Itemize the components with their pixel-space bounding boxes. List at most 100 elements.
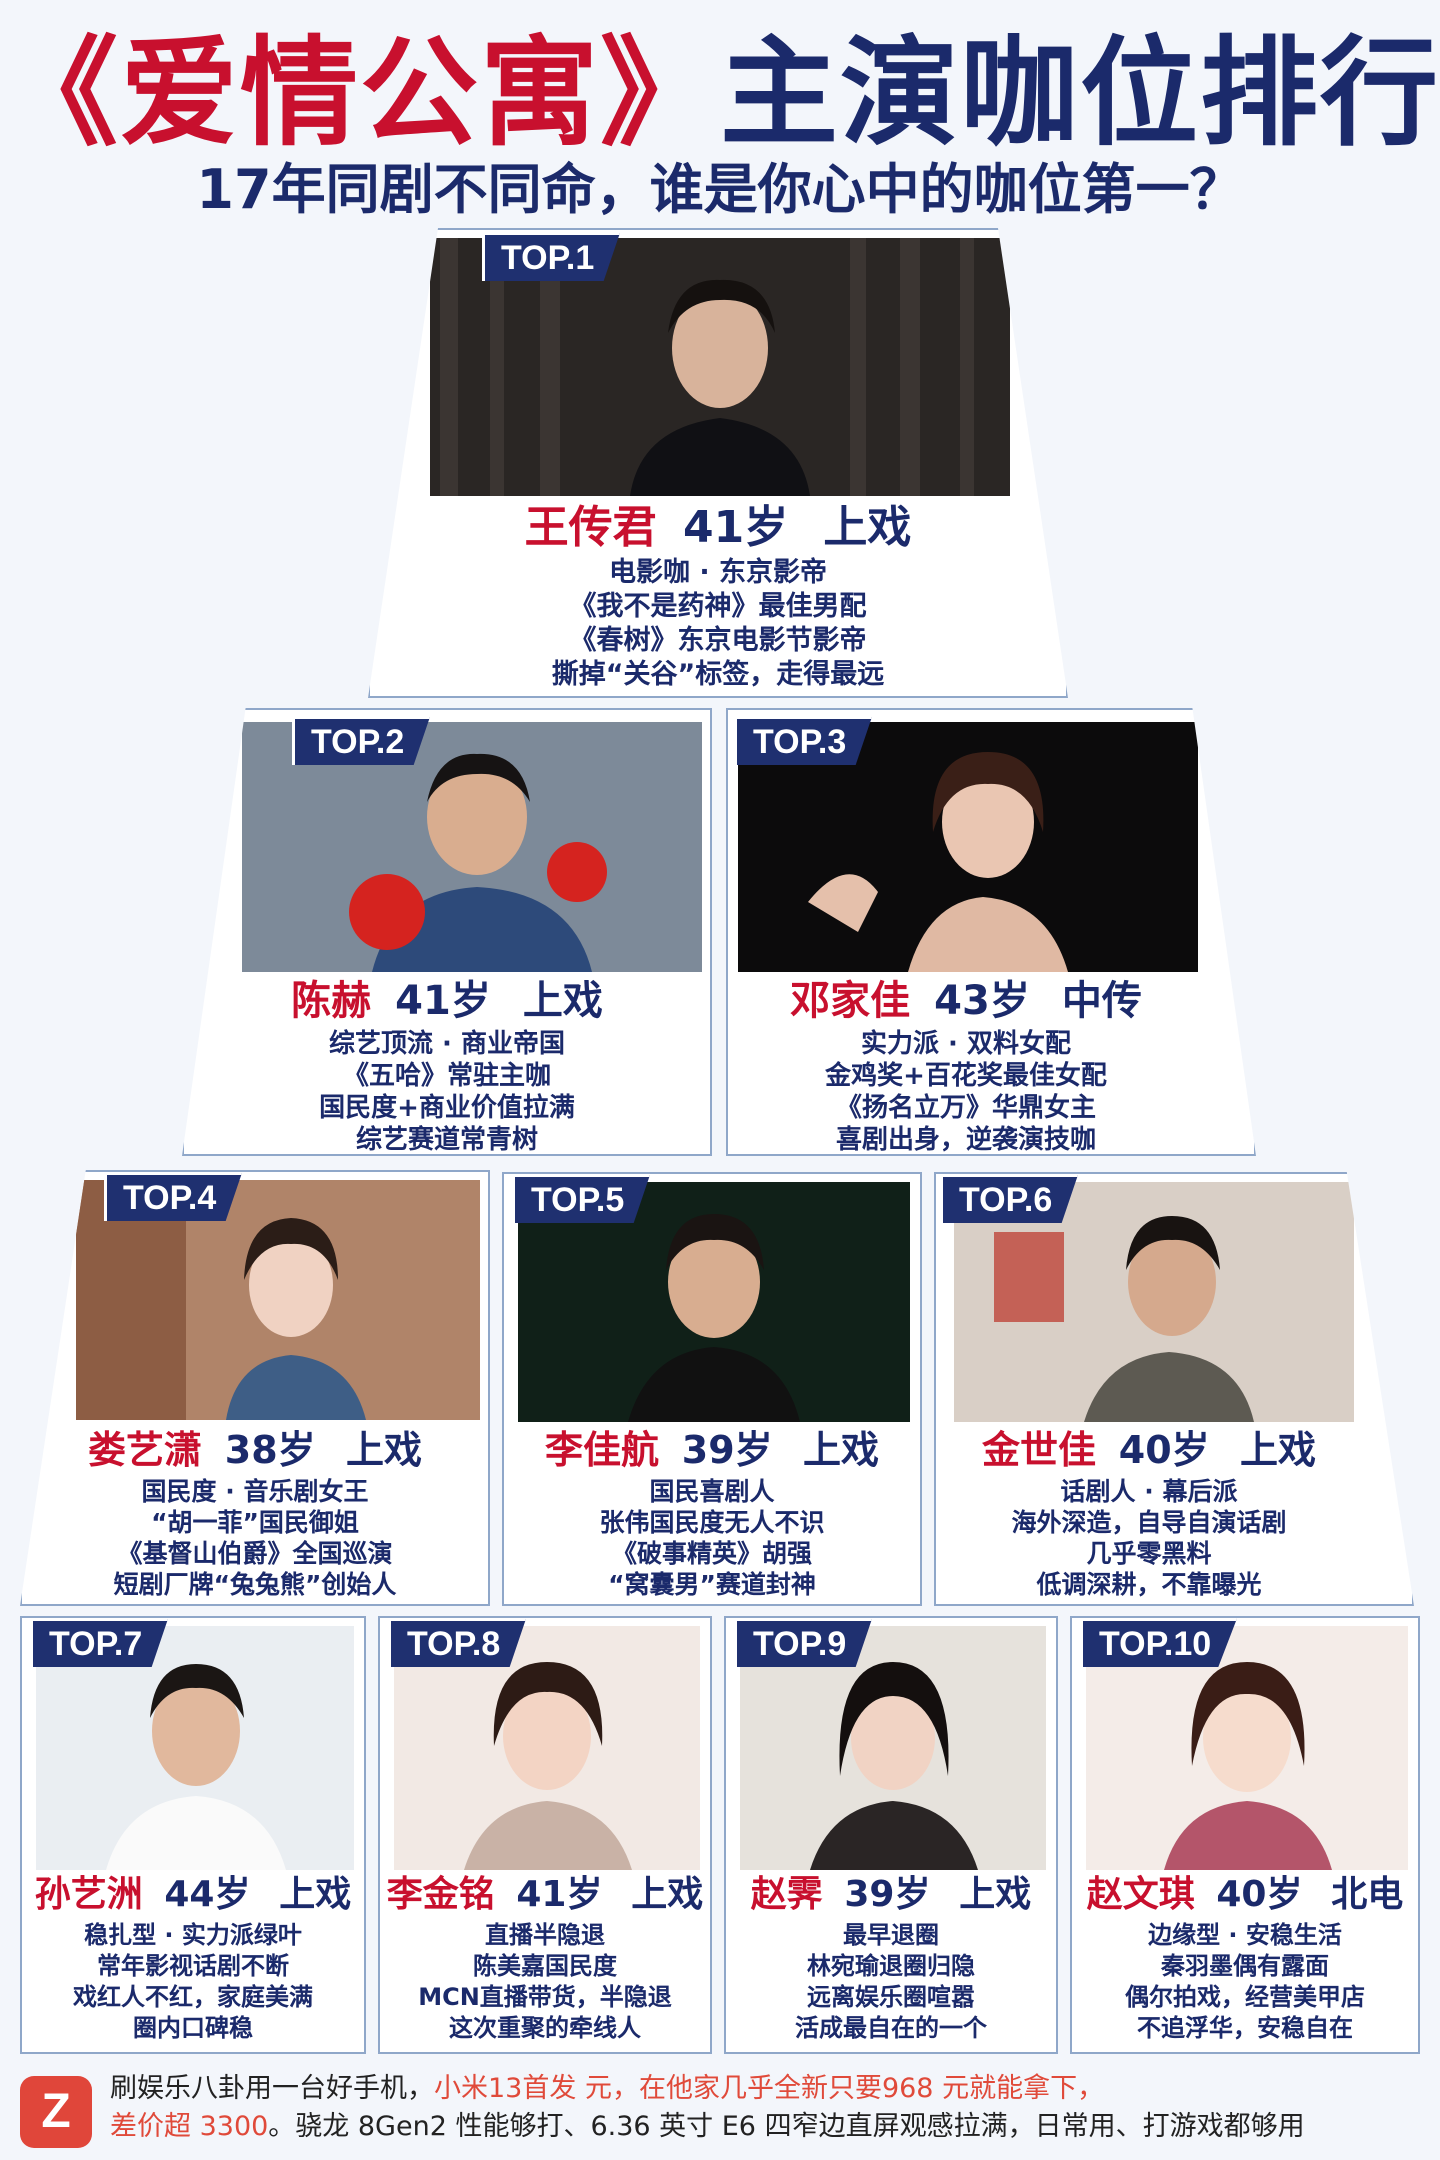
actor-name: 王传君 <box>524 502 657 553</box>
actor-desc-9: 最早退圈 林宛瑜退圈归隐 远离娱乐圈喧嚣 活成最自在的一个 <box>724 1920 1058 2044</box>
rank-tag-8: TOP.8 <box>388 1618 527 1667</box>
desc-line: 国民度 · 音乐剧女王 <box>141 1477 369 1506</box>
desc-line: “窝囊男”赛道封神 <box>608 1570 816 1599</box>
actor-school: 上戏 <box>279 1874 352 1915</box>
desc-line: 电影咖 · 东京影帝 <box>608 557 828 588</box>
portrait-photo-5 <box>518 1182 910 1422</box>
title-navy-part: 主演咖位排行 <box>720 24 1440 162</box>
actor-age: 39岁 <box>844 1874 931 1915</box>
actor-desc-3: 实力派 · 双料女配 金鸡奖+百花奖最佳女配 《扬名立万》华鼎女主 喜剧出身，逆… <box>726 1028 1206 1156</box>
rank-tag-2: TOP.2 <box>292 716 431 765</box>
rank-tag-10: TOP.10 <box>1080 1618 1238 1667</box>
actor-school: 上戏 <box>823 502 912 553</box>
rank-tag-3: TOP.3 <box>734 716 873 765</box>
actor-age: 41岁 <box>682 502 789 553</box>
desc-line: 张伟国民度无人不识 <box>599 1508 825 1537</box>
desc-line: 《基督山伯爵》全国巡演 <box>117 1539 393 1568</box>
desc-line: 这次重聚的牵线人 <box>449 2014 641 2042</box>
actor-name-row-10: 赵文琪 40岁北电 <box>1070 1872 1420 1918</box>
actor-age: 44岁 <box>164 1874 251 1915</box>
desc-line: 几乎零黑料 <box>1086 1539 1212 1568</box>
desc-line: 综艺赛道常青树 <box>355 1125 538 1155</box>
actor-desc-7: 稳扎型 · 实力派绿叶 常年影视话剧不断 戏红人不红，家庭美满 圈内口碑稳 <box>20 1920 366 2044</box>
desc-line: 综艺顶流 · 商业帝国 <box>329 1029 565 1059</box>
actor-school: 上戏 <box>959 1874 1032 1915</box>
poster-subtitle: 17年同剧不同命，谁是你心中的咖位第一？ <box>196 158 1244 221</box>
portrait-photo-3 <box>738 722 1198 972</box>
rank-card-6 <box>934 1172 1414 1606</box>
rank-card-7 <box>20 1616 366 2054</box>
desc-line: 国民度+商业价值拉满 <box>319 1093 575 1123</box>
poster-title: 《爱情公寓》主演咖位排行 <box>0 28 1440 158</box>
desc-line: 话剧人 · 幕后派 <box>1060 1477 1238 1506</box>
promo-text: 刷娱乐八卦用一台好手机，小米13首发 元，在他家几乎全新只要968 元就能拿下，… <box>110 2070 1420 2146</box>
desc-line: 《破事精英》胡强 <box>611 1539 812 1568</box>
portrait-photo-6 <box>954 1182 1354 1422</box>
desc-line: “胡一菲”国民御姐 <box>151 1508 359 1537</box>
app-logo-icon[interactable]: Z <box>20 2076 92 2148</box>
actor-school: 上戏 <box>346 1428 423 1472</box>
rank-card-5 <box>502 1172 922 1606</box>
desc-line: 喜剧出身，逆袭演技咖 <box>835 1125 1096 1155</box>
desc-line: 戏红人不红，家庭美满 <box>73 1983 313 2011</box>
actor-school: 中传 <box>1061 978 1142 1024</box>
rank-tag-5: TOP.5 <box>512 1174 651 1223</box>
actor-desc-8: 直播半隐退 陈美嘉国民度 MCN直播带货，半隐退 这次重聚的牵线人 <box>378 1920 712 2044</box>
desc-line: MCN直播带货，半隐退 <box>418 1983 672 2011</box>
portrait-photo-1 <box>430 238 1010 496</box>
rank-tag-1: TOP.1 <box>482 232 621 281</box>
actor-name-row-1: 王传君 41岁上戏 <box>368 500 1068 556</box>
actor-desc-5: 国民喜剧人 张伟国民度无人不识 《破事精英》胡强 “窝囊男”赛道封神 <box>502 1476 922 1600</box>
actor-age: 40岁 <box>1216 1874 1303 1915</box>
desc-line: 海外深造，自导自演话剧 <box>1011 1508 1287 1537</box>
rank-card-2 <box>182 708 712 1156</box>
actor-school: 上戏 <box>1240 1428 1317 1472</box>
desc-line: 《我不是药神》最佳男配 <box>569 591 867 622</box>
actor-school: 北电 <box>1331 1874 1404 1915</box>
desc-line: 《春树》东京电影节影帝 <box>569 625 867 656</box>
title-red-part: 《爱情公寓》 <box>0 24 721 162</box>
actor-desc-4: 国民度 · 音乐剧女王 “胡一菲”国民御姐 《基督山伯爵》全国巡演 短剧厂牌“兔… <box>20 1476 490 1600</box>
actor-desc-1: 电影咖 · 东京影帝 《我不是药神》最佳男配 《春树》东京电影节影帝 撕掉“关谷… <box>368 556 1068 692</box>
actor-name: 陈赫 <box>291 978 372 1024</box>
actor-age: 39岁 <box>681 1428 773 1472</box>
rank-tag-7: TOP.7 <box>30 1618 169 1667</box>
rank-card-4 <box>20 1170 490 1606</box>
actor-name: 金世佳 <box>981 1428 1096 1472</box>
promo-highlight: 小米13首发 <box>434 2073 577 2104</box>
actor-desc-2: 综艺顶流 · 商业帝国 《五哈》常驻主咖 国民度+商业价值拉满 综艺赛道常青树 <box>182 1028 712 1156</box>
desc-line: 短剧厂牌“兔兔熊”创始人 <box>113 1570 397 1599</box>
actor-name: 赵霁 <box>750 1874 823 1915</box>
actor-school: 上戏 <box>803 1428 880 1472</box>
rank-card-10 <box>1070 1616 1420 2054</box>
actor-desc-6: 话剧人 · 幕后派 海外深造，自导自演话剧 几乎零黑料 低调深耕，不靠曝光 <box>934 1476 1364 1600</box>
portrait-photo-2 <box>242 722 702 972</box>
promo-highlight: 元，在他家几乎全新只要 <box>576 2073 882 2104</box>
poster-header: 《爱情公寓》主演咖位排行 17年同剧不同命，谁是你心中的咖位第一？ <box>0 0 1440 225</box>
desc-line: 稳扎型 · 实力派绿叶 <box>84 1921 302 1949</box>
actor-name-row-2: 陈赫 41岁上戏 <box>182 976 712 1026</box>
actor-school: 上戏 <box>522 978 603 1024</box>
actor-age: 41岁 <box>395 978 491 1024</box>
rank-card-1 <box>368 228 1068 698</box>
actor-name-row-9: 赵霁 39岁上戏 <box>724 1872 1058 1918</box>
promo-highlight: 差价超 3300 <box>110 2111 269 2142</box>
actor-school: 上戏 <box>631 1874 704 1915</box>
desc-line: 金鸡奖+百花奖最佳女配 <box>825 1061 1107 1091</box>
actor-name: 邓家佳 <box>790 978 911 1024</box>
portrait-photo-4 <box>76 1180 480 1420</box>
desc-line: 常年影视话剧不断 <box>97 1952 289 1980</box>
actor-name: 娄艺潇 <box>87 1428 202 1472</box>
promo-seg: 。骁龙 8Gen2 性能够打、6.36 英寸 E6 四窄边直屏观感拉满，日常用、… <box>268 2111 1305 2142</box>
desc-line: 圈内口碑稳 <box>133 2014 253 2042</box>
actor-age: 38岁 <box>224 1428 316 1472</box>
rank-tag-9: TOP.9 <box>734 1618 873 1667</box>
desc-line: 低调深耕，不靠曝光 <box>1036 1570 1262 1599</box>
actor-desc-10: 边缘型 · 安稳生活 秦羽墨偶有露面 偶尔拍戏，经营美甲店 不追浮华，安稳自在 <box>1070 1920 1420 2044</box>
actor-name: 赵文琪 <box>1086 1874 1195 1915</box>
actor-age: 43岁 <box>934 978 1030 1024</box>
actor-name-row-4: 娄艺潇 38岁上戏 <box>20 1426 490 1474</box>
